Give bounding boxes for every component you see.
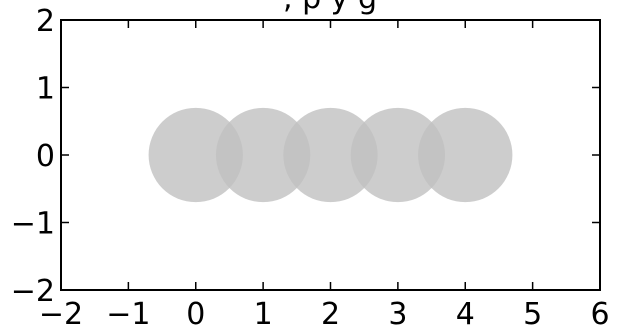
plot-frame <box>60 19 601 291</box>
circle-point <box>283 107 378 203</box>
x-tick-label: 6 <box>590 297 609 330</box>
y-tick-label: −1 <box>11 207 55 242</box>
chart-title: , p y g <box>283 0 377 16</box>
y-tick-label: −2 <box>11 274 55 309</box>
circle-point <box>350 107 446 203</box>
y-tick-label: 1 <box>36 72 55 107</box>
circles-layer <box>148 107 513 203</box>
x-tick-label: 1 <box>254 297 273 330</box>
x-tick-label: 4 <box>456 297 475 330</box>
tick-labels: −2 −1 0 1 2 3 4 5 6 −2 −1 0 1 2 <box>11 4 610 330</box>
y-tick-label: 2 <box>36 4 55 39</box>
x-tick-label: 0 <box>186 297 205 330</box>
x-tick-label: −1 <box>106 297 150 330</box>
x-tick-label: −2 <box>39 297 83 330</box>
circle-point <box>418 107 513 203</box>
x-tick-label: 3 <box>388 297 407 330</box>
x-tick-label: 2 <box>321 297 340 330</box>
circle-point <box>215 107 311 203</box>
y-tick-label: 0 <box>36 139 55 174</box>
x-tick-label: 5 <box>523 297 542 330</box>
circle-point <box>148 107 243 203</box>
